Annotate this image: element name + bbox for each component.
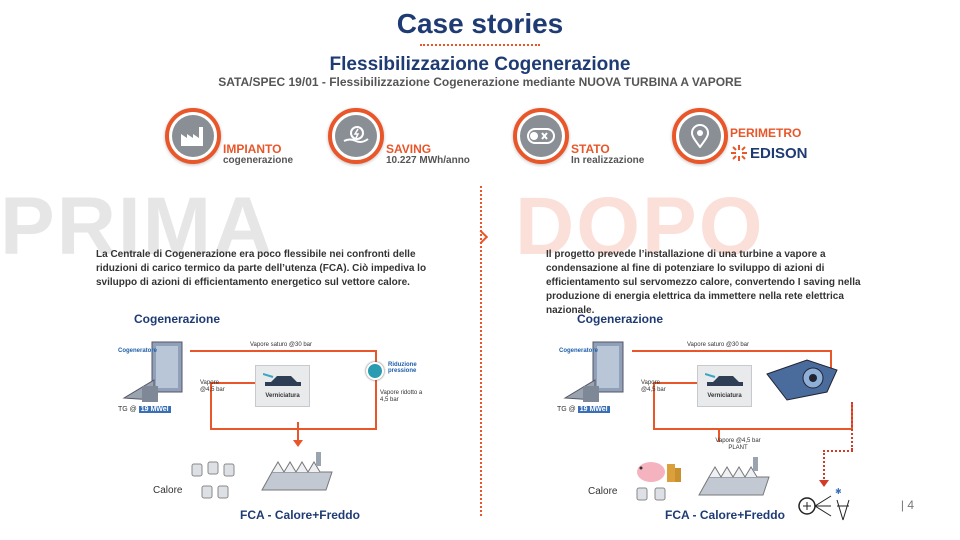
after-diagram: Cogenerazione Cogeneratore Vapore saturo… bbox=[545, 310, 885, 525]
calore-label: Calore bbox=[588, 486, 618, 497]
page-title: Case stories bbox=[396, 8, 564, 39]
steam-line bbox=[297, 422, 299, 442]
kpi-stato: STATO In realizzazione bbox=[513, 108, 713, 172]
vapore-saturo-label: Vapore saturo @30 bar bbox=[687, 342, 750, 348]
kpi-perimetro: PERIMETRO EDISON bbox=[672, 108, 872, 172]
steam-line bbox=[190, 350, 375, 352]
factory-icon bbox=[172, 115, 214, 157]
vapore-ridotto-label: Vapore ridotto a 4,5 bar bbox=[380, 390, 423, 403]
kpi-badge bbox=[513, 108, 569, 164]
arrow-down-icon bbox=[293, 440, 303, 447]
hand-energy-icon bbox=[335, 115, 377, 157]
riduzione-label: Riduzione pressione bbox=[388, 362, 417, 374]
before-diagram: Cogenerazione Cogeneratore Vapore saturo… bbox=[100, 310, 440, 525]
factory-plant bbox=[258, 450, 338, 495]
kpi-impianto: IMPIANTO cogenerazione bbox=[165, 108, 365, 172]
fca-label: FCA - Calore+Freddo bbox=[665, 508, 785, 522]
section-divider bbox=[480, 186, 482, 516]
divider-chevron-icon bbox=[473, 229, 489, 245]
steam-line bbox=[210, 428, 377, 430]
kpi-value: 10.227 MWh/anno bbox=[386, 155, 470, 166]
edison-logo: EDISON bbox=[730, 144, 808, 162]
kpi-label: IMPIANTO bbox=[223, 142, 282, 156]
kpi-label: SAVING bbox=[386, 142, 432, 156]
toggle-icon bbox=[520, 115, 562, 157]
page-subtitle: Flessibilizzazione Cogenerazione bbox=[329, 54, 631, 75]
kpi-label: STATO bbox=[571, 142, 610, 156]
storage-tanks bbox=[635, 484, 675, 514]
verniciatura-box: Verniciatura bbox=[255, 365, 310, 407]
edison-spark-icon bbox=[731, 145, 747, 161]
vapore-label: Vapore @4,5 bar bbox=[641, 380, 666, 393]
vapore-plant-label: Vapore @4,5 bar PLANT bbox=[715, 438, 761, 451]
steam-line bbox=[653, 428, 853, 430]
kpi-saving: SAVING 10.227 MWh/anno bbox=[328, 108, 528, 172]
kpi-value: cogenerazione bbox=[223, 155, 294, 166]
calore-label: Calore bbox=[153, 485, 183, 496]
verniciatura-label: Verniciatura bbox=[707, 393, 742, 399]
cogeneratore-label: Cogeneratore bbox=[118, 348, 158, 354]
diagram-title: Cogenerazione bbox=[577, 312, 664, 326]
steam-line bbox=[632, 350, 832, 352]
steam-line bbox=[375, 378, 377, 430]
kpi-value: In realizzazione bbox=[571, 155, 645, 166]
steam-line bbox=[718, 428, 720, 442]
kpi-badge bbox=[328, 108, 384, 164]
paint-car-icon bbox=[262, 373, 301, 386]
kpi-label: PERIMETRO bbox=[730, 126, 802, 140]
svg-text:✱: ✱ bbox=[835, 487, 842, 496]
electric-line bbox=[851, 402, 853, 450]
steam-line bbox=[210, 382, 212, 430]
page-number: | 4 bbox=[900, 498, 914, 512]
edison-wordmark: EDISON bbox=[750, 144, 808, 162]
steam-line bbox=[653, 382, 655, 430]
vapore-label: Vapore @4,5 bar bbox=[200, 380, 225, 393]
steam-turbine bbox=[763, 354, 843, 404]
tg-label: TG @ 19 MWel bbox=[118, 406, 171, 413]
cogenerator-machine bbox=[563, 338, 633, 408]
prima-watermark: PRIMA bbox=[0, 181, 275, 272]
steam-line bbox=[210, 382, 255, 384]
verniciatura-label: Verniciatura bbox=[265, 393, 300, 399]
location-pin-icon bbox=[679, 115, 721, 157]
power-grid-icon: ✱ bbox=[797, 486, 857, 522]
piggy-bank-icon bbox=[633, 456, 683, 486]
mw-badge: 19 MWel bbox=[138, 406, 171, 413]
vapore-saturo-label: Vapore saturo @30 bar bbox=[250, 342, 313, 348]
electric-line bbox=[823, 450, 825, 482]
project-code: SATA/SPEC 19/01 - Flessibilizzazione Cog… bbox=[218, 75, 742, 89]
fca-label: FCA - Calore+Freddo bbox=[240, 508, 360, 522]
dopo-watermark: DOPO bbox=[515, 181, 765, 272]
kpi-badge bbox=[672, 108, 728, 164]
paint-car-icon bbox=[704, 373, 743, 386]
tg-label: TG @ 19 MWel bbox=[557, 406, 610, 413]
cogeneratore-label: Cogeneratore bbox=[559, 348, 599, 354]
diagram-title: Cogenerazione bbox=[134, 312, 221, 326]
before-description: La Centrale di Cogenerazione era poco fl… bbox=[96, 249, 427, 288]
electric-line bbox=[823, 450, 853, 452]
title-underline bbox=[420, 44, 540, 46]
factory-plant bbox=[695, 455, 775, 500]
arrow-down-icon bbox=[819, 480, 829, 487]
steam-line bbox=[830, 350, 832, 370]
mw-badge: 19 MWel bbox=[577, 406, 610, 413]
after-description: Il progetto prevede l’installazione di u… bbox=[546, 249, 861, 316]
storage-tanks bbox=[190, 460, 240, 510]
kpi-badge bbox=[165, 108, 221, 164]
cogenerator-machine bbox=[122, 338, 192, 408]
steam-line bbox=[653, 382, 698, 384]
pressure-valve-icon bbox=[366, 362, 384, 380]
verniciatura-box: Verniciatura bbox=[697, 365, 752, 407]
